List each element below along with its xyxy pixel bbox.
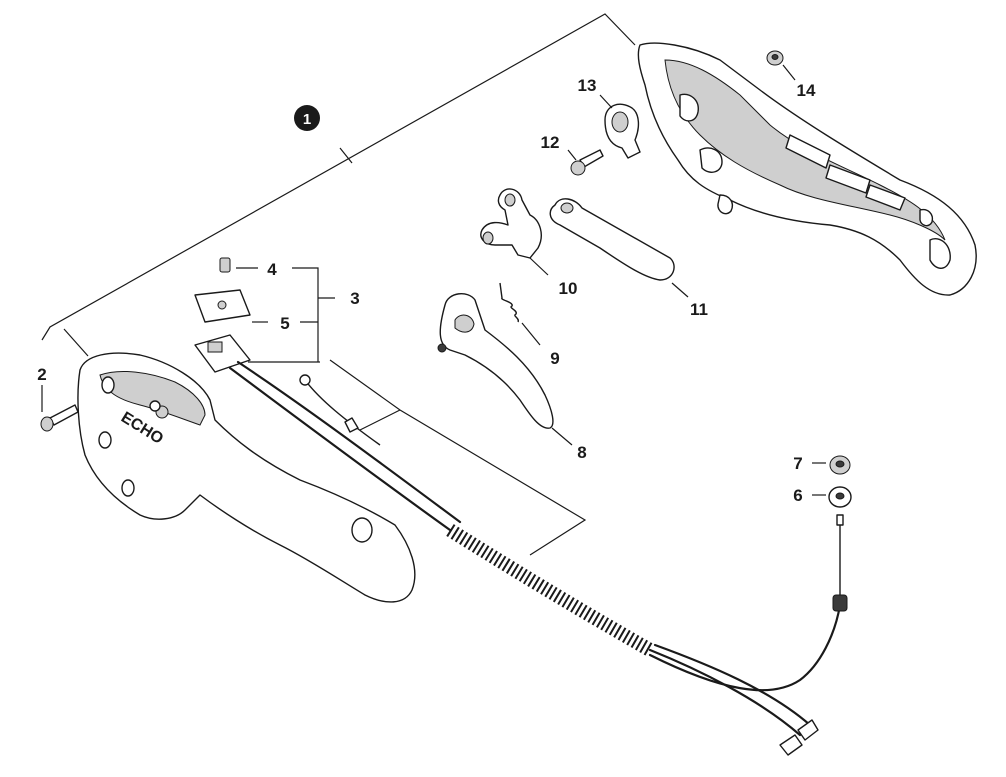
spring-part-9	[499, 282, 520, 323]
left-handle-half: ECHO	[77, 352, 416, 603]
callout-2: 2	[37, 365, 46, 384]
callouts: 1 2 3 4 5 6 7 8 9 10 11 12 13 14	[37, 76, 816, 505]
callout-10: 10	[559, 279, 578, 298]
callout-12: 12	[541, 133, 560, 152]
bracket-part-5	[194, 289, 251, 323]
screw-part-4	[219, 257, 231, 273]
nut-part-7	[829, 455, 851, 475]
callout-3: 3	[350, 289, 359, 308]
callout-9: 9	[550, 349, 559, 368]
callout-8: 8	[577, 443, 586, 462]
screw-part-2	[40, 404, 79, 432]
screw-part-12	[570, 149, 604, 176]
assembly-badge	[294, 105, 320, 131]
right-handle-half	[637, 42, 977, 296]
trigger-lock-part-10	[480, 188, 542, 259]
assembly-bracket	[41, 13, 636, 357]
callout-6: 6	[793, 486, 802, 505]
switch-part-3	[194, 334, 251, 373]
nut-part-14	[766, 50, 784, 66]
assembly-badge-label: 1	[303, 111, 311, 128]
callout-11: 11	[690, 300, 708, 319]
nut-part-6	[828, 486, 852, 508]
callout-5: 5	[280, 314, 289, 333]
clamp-part-13	[604, 103, 641, 159]
callout-14: 14	[797, 81, 816, 100]
throttle-trigger-part-8	[437, 293, 554, 429]
cable-bundle	[228, 360, 848, 756]
callout-13: 13	[578, 76, 597, 95]
lock-lever-part-11	[549, 198, 675, 281]
callout-4: 4	[267, 260, 277, 279]
callout-7: 7	[793, 454, 802, 473]
